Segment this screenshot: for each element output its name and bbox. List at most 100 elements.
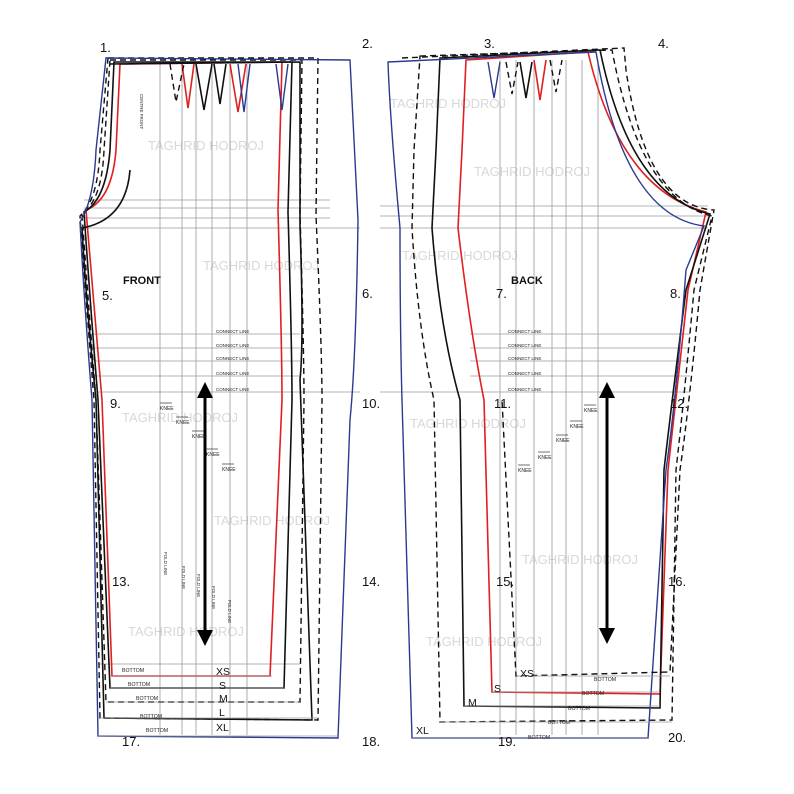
watermark: TAGHRID HODROJ (148, 138, 264, 153)
bottom-label: BOTTOM (140, 714, 162, 720)
watermark: TAGHRID HODROJ (474, 164, 590, 179)
watermark: TAGHRID HODROJ (214, 513, 330, 528)
ref-number: 16. (668, 574, 686, 589)
knee-label: KNEE (206, 452, 220, 458)
bottom-label: BOTTOM (528, 735, 550, 741)
front-grain-arrow (197, 382, 213, 646)
back-bottom-labels: BOTTOM BOTTOM BOTTOM BOTTOM BOTTOM (528, 677, 616, 741)
ref-number: 7. (496, 286, 507, 301)
back-size-labels: XS S M XL (416, 668, 534, 737)
fold-line-label: FOLD LINE (181, 566, 186, 589)
ref-number: 11. (494, 396, 511, 411)
ref-number: 8. (670, 286, 681, 301)
back-hem-lines (412, 675, 672, 739)
ref-number: 18. (362, 734, 380, 749)
knee-label: KNEE (176, 420, 190, 426)
ref-number: 9. (110, 396, 121, 411)
front-knee-marks (160, 402, 234, 465)
knee-label: KNEE (584, 408, 598, 414)
ref-number: 20. (668, 730, 686, 745)
size-label-l: L (219, 707, 225, 719)
watermark: TAGHRID HODROJ (122, 410, 238, 425)
front-outline-s (83, 61, 293, 689)
knee-label: KNEE (538, 455, 552, 461)
back-outline-m (411, 49, 713, 723)
size-label-xl: XL (216, 722, 229, 734)
back-horizontal-lines (380, 205, 708, 393)
front-guide-lines (159, 64, 248, 735)
ref-number: 2. (362, 36, 373, 51)
front-hem-lines (98, 675, 338, 737)
centre-front-label: CENTRE FRONT (139, 94, 144, 129)
knee-label: KNEE (556, 438, 570, 444)
front-pattern (79, 57, 360, 739)
back-knee-labels: KNEE KNEE KNEE KNEE KNEE (518, 408, 598, 474)
reference-numbers: 1. 2. 3. 4. 5. 6. 7. 8. 9. 10. 11. 12. 1… (100, 36, 688, 749)
connect-line-label: CONNECT LINE (216, 387, 249, 392)
watermark: TAGHRID HODROJ (426, 634, 542, 649)
bottom-label: BOTTOM (136, 696, 158, 702)
size-label-s: S (494, 683, 501, 695)
ref-number: 19. (498, 734, 516, 749)
back-darts (487, 59, 563, 101)
connect-line-label: CONNECT LINE (216, 356, 249, 361)
knee-label: KNEE (222, 467, 236, 473)
size-label-m: M (468, 697, 477, 709)
fold-line-label: FOLD LINE (227, 600, 232, 623)
connect-line-label: CONNECT LINE (216, 371, 249, 376)
bottom-label: BOTTOM (582, 691, 604, 697)
fold-line-label: FOLD LINE (163, 552, 168, 575)
back-guide-lines (499, 60, 599, 735)
watermark: TAGHRID HODROJ (390, 96, 506, 111)
back-outline-l (401, 47, 715, 677)
connect-line-label: CONNECT LINE (508, 329, 541, 334)
back-title: BACK (511, 275, 543, 287)
ref-number: 15. (496, 574, 514, 589)
ref-number: 17. (122, 734, 140, 749)
ref-number: 5. (102, 288, 113, 303)
front-darts (169, 63, 289, 113)
connect-line-label: CONNECT LINE (508, 371, 541, 376)
ref-number: 13. (112, 574, 130, 589)
bottom-label: BOTTOM (594, 677, 616, 683)
ref-number: 10. (362, 396, 380, 411)
connect-line-label: CONNECT LINE (508, 343, 541, 348)
size-label-m: M (219, 693, 228, 705)
connect-line-label: CONNECT LINE (216, 329, 249, 334)
ref-number: 3. (484, 36, 495, 51)
bottom-label: BOTTOM (122, 668, 144, 674)
size-label-xs: XS (520, 668, 534, 680)
bottom-label: BOTTOM (128, 682, 150, 688)
watermark: TAGHRID HODROJ (410, 416, 526, 431)
knee-label: KNEE (160, 406, 174, 412)
front-fold-labels: FOLD LINE FOLD LINE FOLD LINE FOLD LINE … (163, 552, 232, 623)
ref-number: 12. (670, 396, 688, 411)
ref-number: 4. (658, 36, 669, 51)
size-label-s: S (219, 680, 226, 692)
ref-number: 1. (100, 40, 111, 55)
front-outline-xs (85, 61, 283, 677)
front-knee-labels: KNEE KNEE KNEE KNEE KNEE (160, 406, 236, 473)
knee-label: KNEE (570, 424, 584, 430)
ref-number: 14. (362, 574, 380, 589)
watermark: TAGHRID HODROJ (128, 624, 244, 639)
size-label-xl: XL (416, 725, 429, 737)
bottom-label: BOTTOM (146, 728, 168, 734)
back-knee-marks (518, 404, 596, 466)
fold-line-label: FOLD LINE (196, 574, 201, 597)
front-outline-l (79, 57, 323, 721)
back-grain-arrow (599, 382, 615, 644)
connect-line-label: CONNECT LINE (216, 343, 249, 348)
front-size-labels: XS S M L XL (216, 666, 230, 734)
bottom-label: BOTTOM (568, 706, 590, 712)
knee-label: KNEE (192, 434, 206, 440)
back-outline-xs (457, 51, 707, 695)
back-connect-labels: CONNECT LINE CONNECT LINE CONNECT LINE C… (508, 329, 541, 392)
connect-line-label: CONNECT LINE (508, 356, 541, 361)
fold-line-label: FOLD LINE (211, 586, 216, 609)
front-bottom-labels: BOTTOM BOTTOM BOTTOM BOTTOM BOTTOM (122, 668, 168, 734)
back-outline-s (431, 49, 712, 709)
front-outline-xl-black (81, 61, 313, 721)
front-outline-xl (79, 57, 359, 739)
